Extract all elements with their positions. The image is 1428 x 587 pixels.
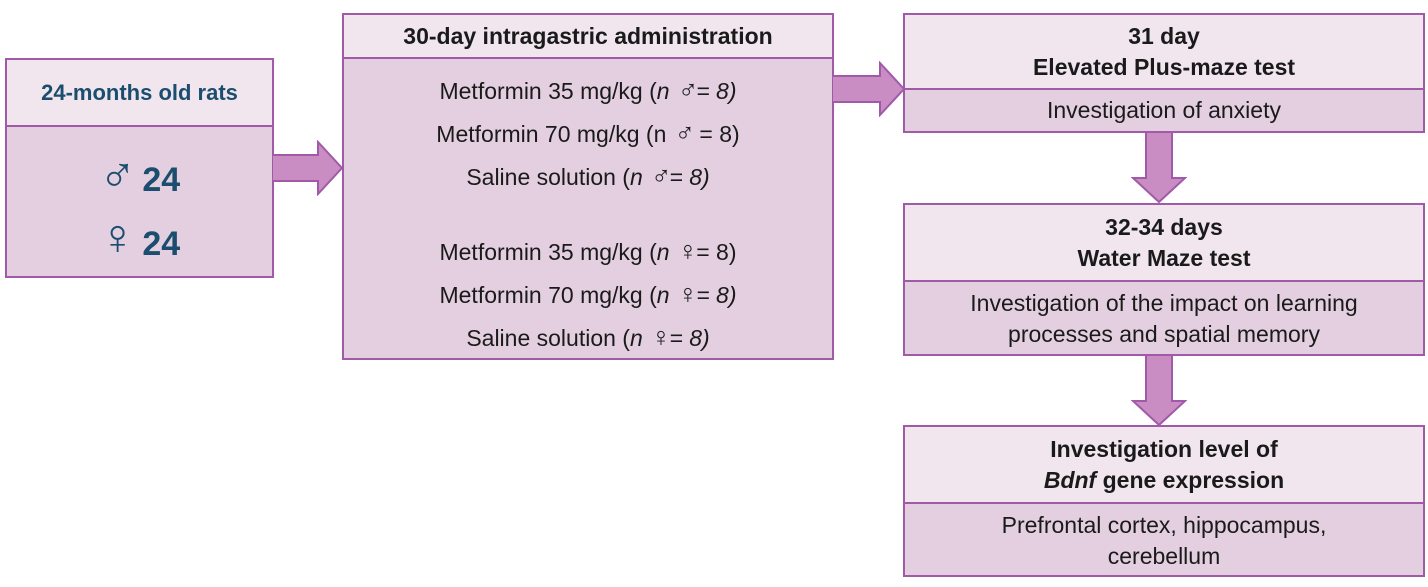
- group-line: Saline solution (n ♀= 8): [466, 322, 710, 352]
- arrow-down-icon: [1131, 355, 1187, 427]
- arrow-right-icon: [272, 140, 344, 196]
- arrow-right-icon: [832, 61, 906, 117]
- arrow-down-icon: [1131, 132, 1187, 204]
- female-symbol-icon: ♀: [649, 322, 670, 352]
- plus-maze-title: Elevated Plus-maze test: [1032, 53, 1296, 80]
- male-count-row: ♂ 24: [7, 141, 272, 205]
- rats-box: 24-months old rats ♂ 24 ♀ 24: [5, 58, 274, 278]
- plus-maze-box: 31 day Elevated Plus-maze test Investiga…: [903, 13, 1425, 133]
- plus-maze-header: 31 day Elevated Plus-maze test: [905, 15, 1423, 90]
- male-symbol-icon: ♂: [672, 118, 694, 148]
- bdnf-header: Investigation level of Bdnf gene express…: [905, 427, 1423, 504]
- bdnf-title-line1: Investigation level of: [1050, 435, 1278, 462]
- plus-maze-description: Investigation of anxiety: [1047, 97, 1281, 123]
- group-line: Metformin 70 mg/kg (n ♂ = 8): [436, 118, 740, 148]
- female-symbol-icon: ♀: [675, 279, 697, 309]
- male-symbol-icon: ♂: [675, 75, 697, 105]
- male-symbol-icon: ♂: [649, 161, 670, 191]
- bdnf-description: Prefrontal cortex, hippocampus, cerebell…: [1001, 512, 1327, 569]
- water-maze-header: 32-34 days Water Maze test: [905, 205, 1423, 282]
- male-symbol-icon: ♂: [98, 145, 137, 201]
- administration-groups: Metformin 35 mg/kg (n ♂= 8) Metformin 70…: [344, 59, 832, 359]
- water-maze-box: 32-34 days Water Maze test Investigation…: [903, 203, 1425, 356]
- female-symbol-icon: ♀: [675, 236, 697, 266]
- administration-box: 30-day intragastric administration Metfo…: [342, 13, 834, 360]
- water-maze-title: Water Maze test: [1077, 244, 1251, 271]
- rats-title: 24-months old rats: [7, 60, 272, 127]
- bdnf-gene-name: Bdnf: [1043, 466, 1097, 493]
- group-line: Metformin 35 mg/kg (n ♀= 8): [439, 236, 737, 266]
- administration-title: 30-day intragastric administration: [344, 15, 832, 59]
- female-count-row: ♀ 24: [7, 205, 272, 269]
- group-line: Metformin 70 mg/kg (n ♀= 8): [439, 279, 737, 309]
- group-line: Saline solution (n ♂= 8): [466, 161, 710, 191]
- female-symbol-icon: ♀: [98, 209, 137, 265]
- group-line: Metformin 35 mg/kg (n ♂= 8): [439, 75, 737, 105]
- female-count: 24: [142, 224, 181, 263]
- bdnf-box: Investigation level of Bdnf gene express…: [903, 425, 1425, 577]
- plus-maze-day: 31 day: [1128, 22, 1200, 49]
- rats-counts: ♂ 24 ♀ 24: [7, 127, 272, 269]
- water-maze-day: 32-34 days: [1105, 213, 1223, 240]
- male-count: 24: [142, 160, 181, 199]
- water-maze-description: Investigation of the impact on learning …: [970, 290, 1358, 347]
- bdnf-title-line2: Bdnf gene expression: [1043, 466, 1285, 493]
